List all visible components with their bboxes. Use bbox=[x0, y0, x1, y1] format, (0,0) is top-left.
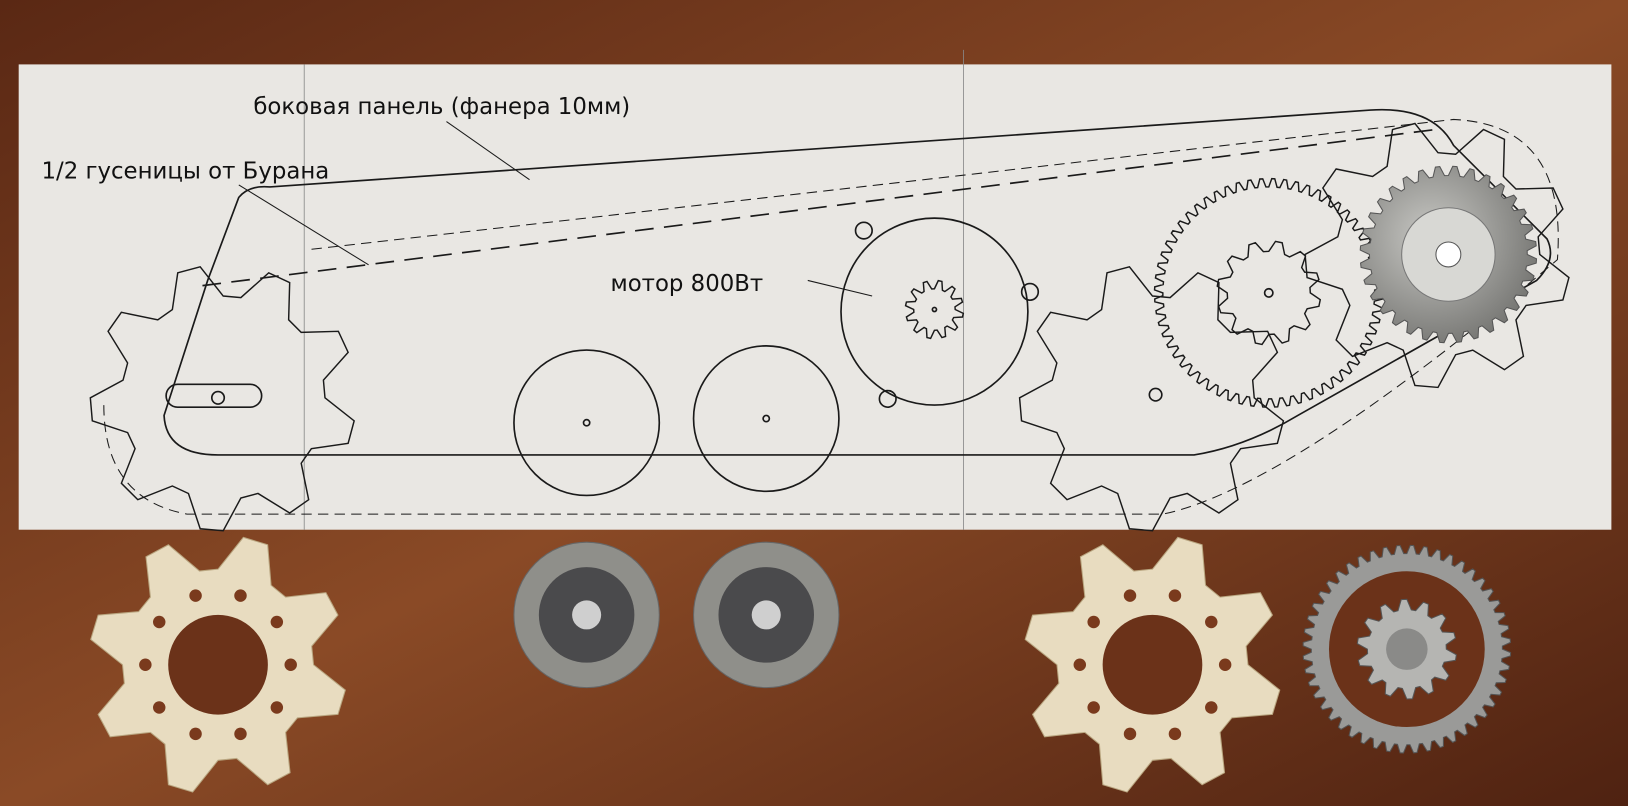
bolt-hole bbox=[153, 615, 166, 629]
track-outline bbox=[103, 118, 1559, 515]
side-panel-outline bbox=[163, 108, 1552, 456]
bolt-hole bbox=[270, 701, 284, 714]
label-motor: мотор 800Вт bbox=[611, 271, 764, 297]
small-gear-sketch bbox=[1216, 240, 1322, 346]
bolt-hole bbox=[153, 701, 166, 714]
bolt-hole bbox=[1123, 727, 1137, 741]
rear-sprocket-sketch bbox=[1304, 122, 1570, 389]
idler-sprocket-sketch bbox=[1018, 266, 1285, 532]
bolt-hole bbox=[189, 727, 202, 741]
sprocket-bore bbox=[1435, 241, 1462, 268]
label-side-panel: боковая панель (фанера 10мм) bbox=[253, 94, 630, 120]
bolt-hole bbox=[1073, 658, 1087, 671]
physical-parts bbox=[90, 536, 1512, 793]
tension-slot bbox=[165, 383, 263, 408]
track-outline bbox=[202, 129, 1433, 287]
bolt-hole bbox=[189, 589, 202, 602]
track-sketch bbox=[103, 108, 1559, 515]
sprocket-hole bbox=[168, 614, 268, 715]
bolt-hole bbox=[1087, 615, 1100, 629]
bearing bbox=[572, 600, 602, 630]
bolt-hole bbox=[1168, 727, 1182, 741]
road-wheel bbox=[692, 345, 840, 493]
motor-pinion-sketch bbox=[904, 279, 965, 340]
sprocket-hole bbox=[1102, 614, 1203, 715]
label-half-track: 1/2 гусеницы от Бурана bbox=[42, 159, 330, 185]
large-gear-sketch bbox=[1153, 177, 1384, 408]
bolt-hole bbox=[234, 727, 247, 741]
bolt-hole bbox=[139, 658, 152, 671]
bolt-hole bbox=[1123, 589, 1137, 602]
bolt-hole bbox=[1218, 658, 1232, 671]
drive-sprocket-sketch bbox=[89, 266, 355, 532]
bolt-hole bbox=[1087, 701, 1100, 714]
bolt-hole bbox=[284, 658, 297, 671]
road-wheel bbox=[513, 349, 661, 497]
bolt-hole bbox=[1205, 701, 1218, 714]
sprocket-bore bbox=[1386, 628, 1428, 670]
bolt-hole bbox=[1168, 589, 1182, 602]
motor-circle bbox=[840, 217, 1029, 406]
bolt-hole bbox=[234, 589, 247, 602]
bolt-hole bbox=[270, 615, 284, 629]
bearing bbox=[751, 600, 781, 630]
bolt-hole bbox=[1205, 615, 1218, 629]
